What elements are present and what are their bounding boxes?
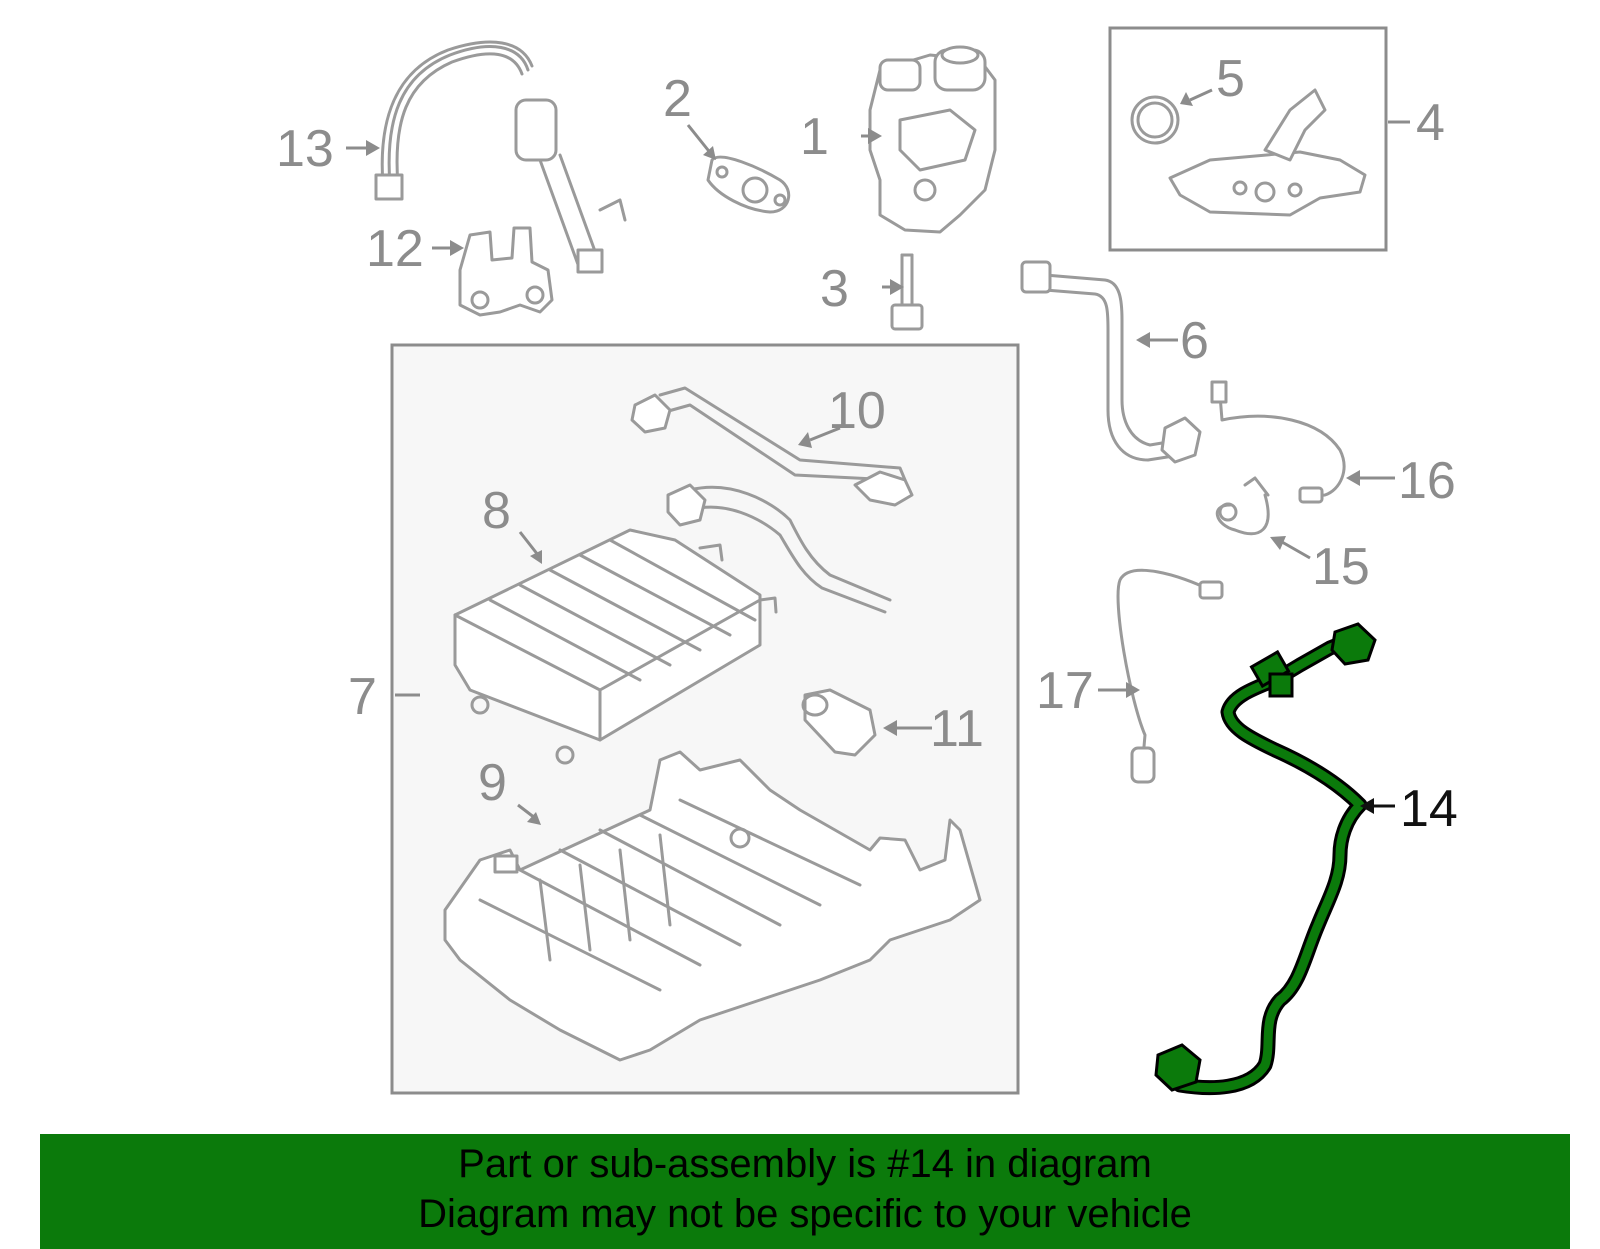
callout-7: 7 xyxy=(348,668,377,726)
part-9-tray[interactable] xyxy=(443,750,982,1062)
part-5-o-ring[interactable] xyxy=(1130,95,1180,145)
callout-14: 14 xyxy=(1400,780,1458,838)
callout-6: 6 xyxy=(1180,312,1209,370)
callout-5: 5 xyxy=(1216,50,1245,108)
callout-17: 17 xyxy=(1036,662,1094,720)
callout-13: 13 xyxy=(276,120,334,178)
callout-1: 1 xyxy=(800,108,829,166)
callout-10: 10 xyxy=(828,382,886,440)
info-banner: Part or sub-assembly is #14 in diagram D… xyxy=(40,1134,1570,1249)
part-13-tube[interactable] xyxy=(374,40,534,201)
leaders xyxy=(346,88,1410,825)
part-12-bracket[interactable] xyxy=(458,226,554,317)
callout-9: 9 xyxy=(478,754,507,812)
callout-16: 16 xyxy=(1398,452,1456,510)
callout-4: 4 xyxy=(1416,94,1445,152)
callout-12: 12 xyxy=(366,220,424,278)
part-8-canister[interactable] xyxy=(453,528,778,765)
part-13-sensor[interactable] xyxy=(514,98,627,274)
part-17-sensor-wire[interactable] xyxy=(1116,568,1224,784)
banner-part-note: Part or sub-assembly is #14 in diagram xyxy=(458,1142,1152,1186)
part-6-tube[interactable] xyxy=(1020,260,1202,464)
callout-3: 3 xyxy=(820,260,849,318)
part-2-gasket[interactable] xyxy=(706,155,791,214)
callout-15: 15 xyxy=(1312,538,1370,596)
part-4-flange[interactable] xyxy=(1168,88,1367,217)
callout-8: 8 xyxy=(482,482,511,540)
callout-11: 11 xyxy=(930,700,984,758)
part-8-hose[interactable] xyxy=(666,483,892,614)
part-10-tube[interactable] xyxy=(630,386,914,507)
group-box-4 xyxy=(1108,26,1388,252)
callout-2: 2 xyxy=(663,70,692,128)
part-14-vacuum-line[interactable] xyxy=(1154,622,1377,1096)
part-11-valve[interactable] xyxy=(801,688,877,757)
part-1-egr-valve[interactable] xyxy=(868,45,997,234)
part-3-bolt[interactable] xyxy=(890,253,924,331)
part-16-sensor-wire[interactable] xyxy=(1210,380,1346,504)
banner-disclaimer: Diagram may not be specific to your vehi… xyxy=(418,1192,1192,1236)
part-15-clip[interactable] xyxy=(1216,476,1270,536)
